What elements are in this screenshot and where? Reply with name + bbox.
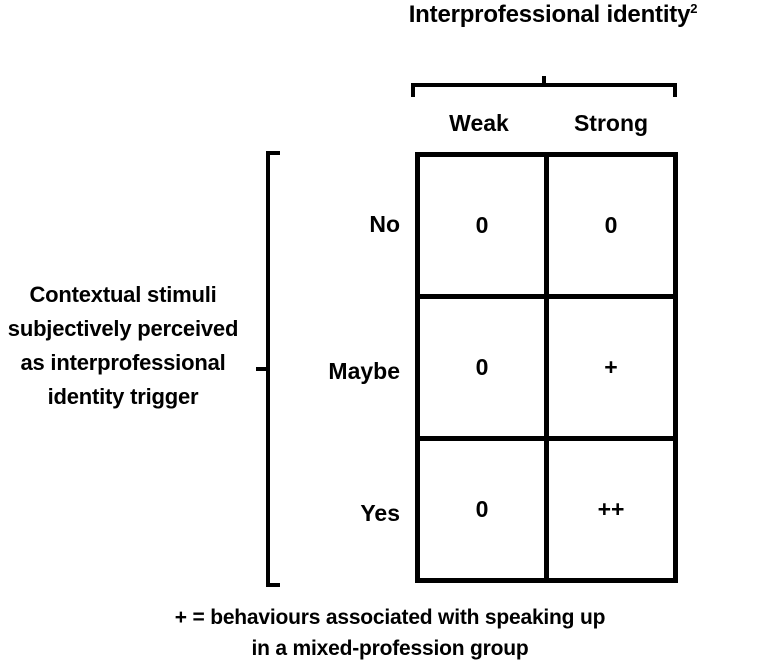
column-label-strong: Strong	[573, 110, 649, 136]
column-group-title-text: Interprofessional identity	[408, 1, 691, 28]
matrix-cell-yes-weak: 0	[475, 496, 489, 522]
legend-note: + = behaviours associated with speaking …	[60, 602, 720, 664]
matrix-grid: 0 0 0 + 0 ++	[415, 152, 678, 583]
matrix-cell-maybe-strong: +	[544, 299, 673, 436]
row-group-brace	[256, 151, 280, 587]
column-group-title: Interprofessional identity2	[388, 0, 718, 30]
matrix-row: 0 0	[420, 157, 673, 294]
matrix-cell-no-weak: 0	[475, 212, 489, 238]
column-group-title-superscript: 2	[690, 1, 698, 16]
legend-line-1: + = behaviours associated with speaking …	[174, 606, 606, 629]
matrix-cell-yes-strong: ++	[544, 441, 673, 578]
row-label-yes: Yes	[360, 500, 400, 526]
row-label-maybe: Maybe	[328, 358, 400, 384]
row-group-label: Contextual stimuli subjectively perceive…	[7, 282, 239, 409]
matrix-cell-maybe-weak: 0	[475, 354, 489, 380]
column-label-weak: Weak	[449, 110, 509, 136]
matrix-cell-no-strong: 0	[544, 157, 673, 294]
row-label-no: No	[369, 211, 400, 237]
column-group-brace	[411, 76, 677, 97]
legend-line-2: in a mixed-profession group	[251, 637, 529, 660]
matrix-row: 0 ++	[420, 436, 673, 578]
matrix-row: 0 +	[420, 294, 673, 436]
